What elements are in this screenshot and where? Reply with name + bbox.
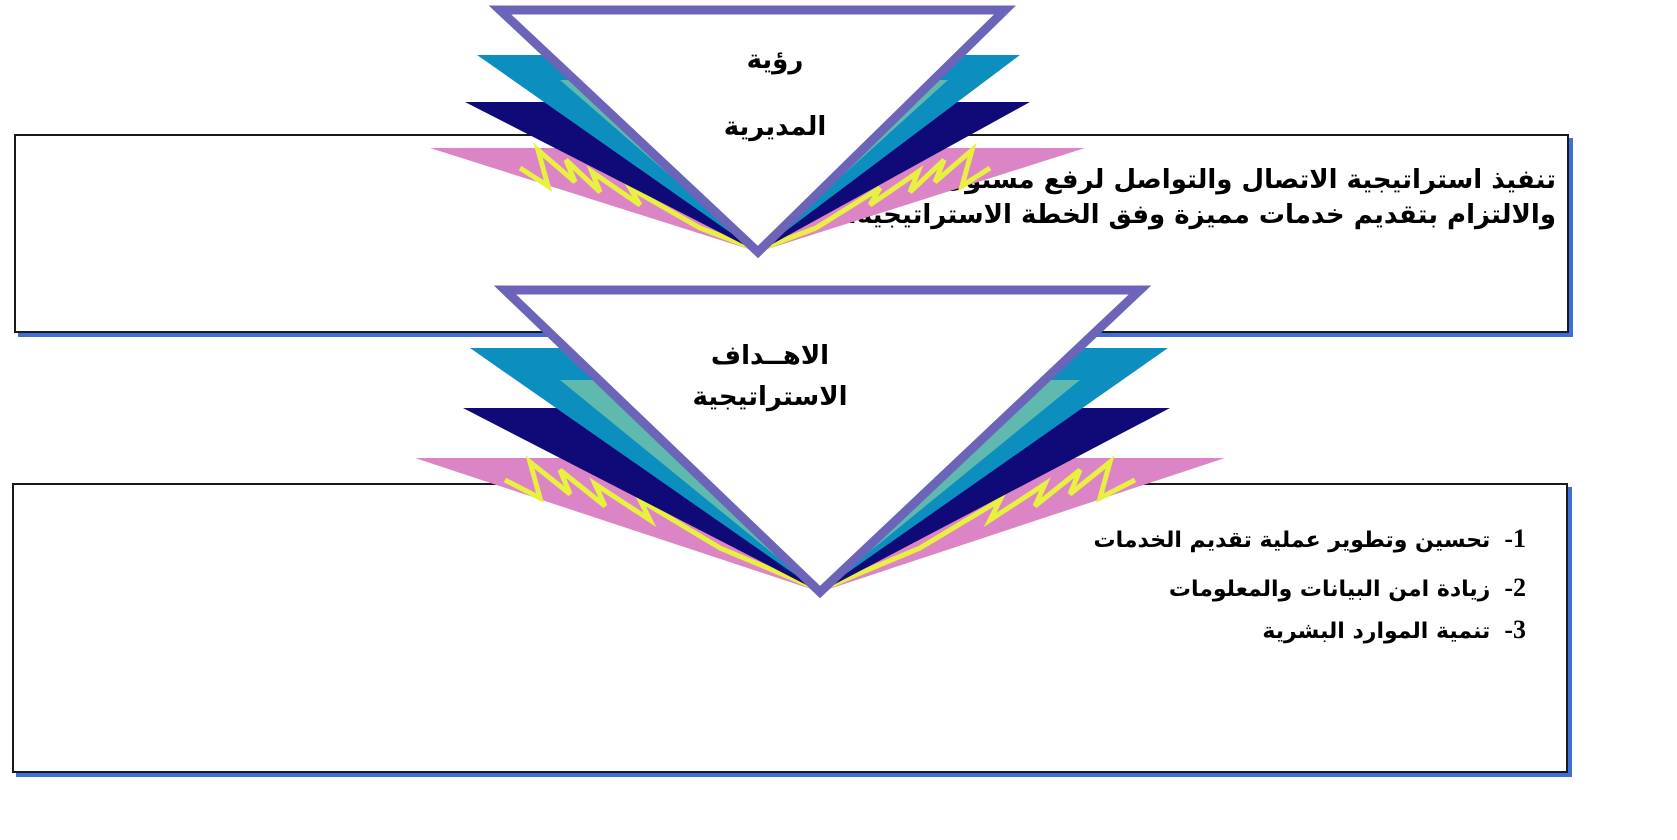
goals-triangle-graphic <box>415 290 1225 592</box>
vision-title-line-2: المديرية <box>705 112 845 142</box>
vision-title-line-1: رؤية <box>740 45 810 75</box>
goals-title-line-2: الاستراتيجية <box>680 382 860 412</box>
goals-title-line-1: الاهــداف <box>680 341 860 371</box>
